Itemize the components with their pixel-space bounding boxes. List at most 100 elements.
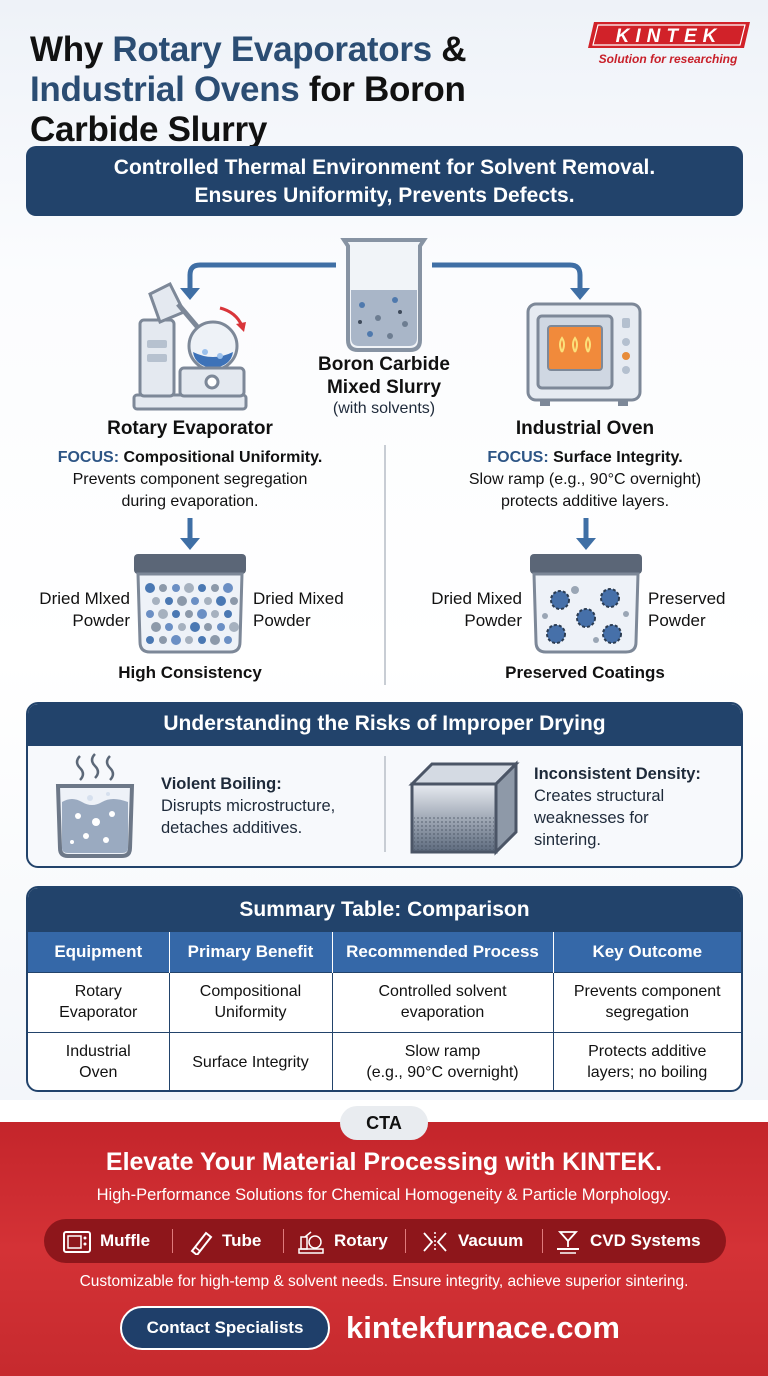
particle-dot — [152, 597, 160, 605]
focus-value: Surface Integrity. — [548, 449, 683, 466]
column-header: Equipment — [28, 932, 170, 972]
particle-dot — [223, 583, 233, 593]
slurry-label-line: Mixed Slurry — [326, 377, 442, 398]
particle-dot — [172, 610, 180, 618]
summary-table: Equipment Primary Benefit Recommended Pr… — [28, 932, 741, 1090]
kintek-logo: KINTEK — [588, 22, 750, 48]
slurry-label-line: Boron Carbide — [318, 354, 450, 375]
cta-note: Customizable for high-temp & solvent nee… — [79, 1273, 689, 1290]
particle-dot — [198, 636, 206, 644]
arrow-right-head — [570, 288, 590, 300]
rotary-icon — [298, 1230, 324, 1254]
column-header: Primary Benefit — [169, 932, 333, 972]
title-highlight-rotary: Rotary Evaporators — [112, 30, 432, 69]
product-separator — [405, 1229, 406, 1253]
particle-dot — [229, 622, 239, 632]
particle-dot — [204, 623, 212, 631]
arrow-down-right — [576, 538, 596, 550]
slurry-label-note: (with solvents) — [332, 400, 436, 417]
product-muffle[interactable]: Muffle — [62, 1219, 150, 1263]
table-cell: Slow ramp(e.g., 90°C overnight) — [332, 1031, 554, 1090]
risk-title: Inconsistent Density: — [534, 765, 701, 783]
oven-focus: FOCUS: Surface Integrity. Slow ramp (e.g… — [405, 447, 765, 513]
cta-title: Elevate Your Material Processing with KI… — [105, 1148, 663, 1176]
product-tube[interactable]: Tube — [186, 1219, 261, 1263]
column-divider — [384, 445, 386, 685]
oven-result: Preserved Coatings — [505, 663, 665, 682]
particle-dot — [185, 610, 193, 618]
oven-desc: Slow ramp (e.g., 90°C overnight) — [468, 471, 702, 488]
risk-desc: sintering. — [534, 831, 601, 849]
focus-key: FOCUS: — [57, 449, 120, 466]
particle-dot — [159, 636, 167, 644]
rotary-evaporator-title: Rotary Evaporator — [107, 418, 273, 439]
preserved-powder-jar-icon — [530, 554, 642, 654]
rotary-desc: Prevents component segregation — [72, 471, 308, 488]
table-header-row: Equipment Primary Benefit Recommended Pr… — [28, 932, 741, 972]
svg-text:KINTEK: KINTEK — [616, 26, 723, 47]
risks-heading: Understanding the Risks of Improper Dryi… — [28, 704, 741, 746]
product-bar — [44, 1219, 726, 1263]
particle-dot — [146, 610, 154, 618]
summary-table-heading: Summary Table: Comparison — [28, 888, 741, 932]
particle-dot — [146, 636, 154, 644]
banner-line: Ensures Uniformity, Prevents Defects. — [194, 184, 575, 207]
vacuum-icon — [423, 1231, 447, 1252]
title-text: Why — [30, 30, 113, 69]
particle-dot — [224, 636, 232, 644]
table-cell: Surface Integrity — [169, 1031, 333, 1090]
industrial-oven-icon — [526, 302, 642, 406]
particle-dot — [211, 584, 219, 592]
particle-dot — [145, 583, 155, 593]
oven-desc: protects additive layers. — [500, 493, 670, 510]
particle-dot — [151, 622, 161, 632]
banner-line: Controlled Thermal Environment for Solve… — [113, 156, 656, 179]
tube-icon — [190, 1231, 213, 1256]
risk-desc: weaknesses for — [534, 809, 649, 827]
product-rotary[interactable]: Rotary — [296, 1219, 388, 1263]
title-text: for Boron Carbide Slurry — [30, 70, 466, 149]
particle-dot — [172, 584, 180, 592]
summary-table-panel: Summary Table: Comparison Equipment Prim… — [26, 886, 743, 1092]
product-cvd-systems[interactable]: CVD Systems — [554, 1219, 701, 1263]
product-separator — [283, 1229, 284, 1253]
particle-dot — [177, 596, 187, 606]
contact-specialists-button[interactable]: Contact Specialists — [120, 1306, 330, 1350]
industrial-oven-title: Industrial Oven — [515, 418, 655, 439]
risks-divider — [384, 756, 386, 852]
website-link[interactable]: kintekfurnace.com — [346, 1310, 620, 1345]
product-vacuum[interactable]: Vacuum — [420, 1219, 523, 1263]
particle-dot — [158, 609, 168, 619]
arrow-down-left — [180, 538, 200, 550]
particle-dot — [191, 597, 199, 605]
arrow-left-head — [180, 288, 200, 300]
risk-title: Violent Boiling: — [161, 775, 282, 793]
beaker-icon — [340, 238, 428, 352]
product-label: Tube — [222, 1231, 262, 1250]
particle-dot — [211, 610, 219, 618]
dried-powder-jar-icon — [134, 554, 246, 654]
rotary-result: High Consistency — [118, 663, 262, 682]
particle-dot — [204, 597, 212, 605]
particle-dot — [159, 584, 167, 592]
particle-dot — [171, 635, 181, 645]
cvd-icon — [557, 1230, 579, 1254]
column-header: Recommended Process — [332, 932, 554, 972]
boiling-beaker-icon — [55, 753, 135, 858]
particle-dot — [184, 583, 194, 593]
product-label: Vacuum — [458, 1231, 524, 1250]
product-label: CVD Systems — [590, 1231, 701, 1250]
muffle-icon — [63, 1230, 91, 1253]
particle-dot — [198, 584, 206, 592]
particle-dot — [216, 596, 226, 606]
risk-desc: detaches additives. — [161, 819, 303, 837]
product-separator — [172, 1229, 173, 1253]
risk-inconsistent-density: Inconsistent Density: Creates structural… — [534, 763, 734, 851]
